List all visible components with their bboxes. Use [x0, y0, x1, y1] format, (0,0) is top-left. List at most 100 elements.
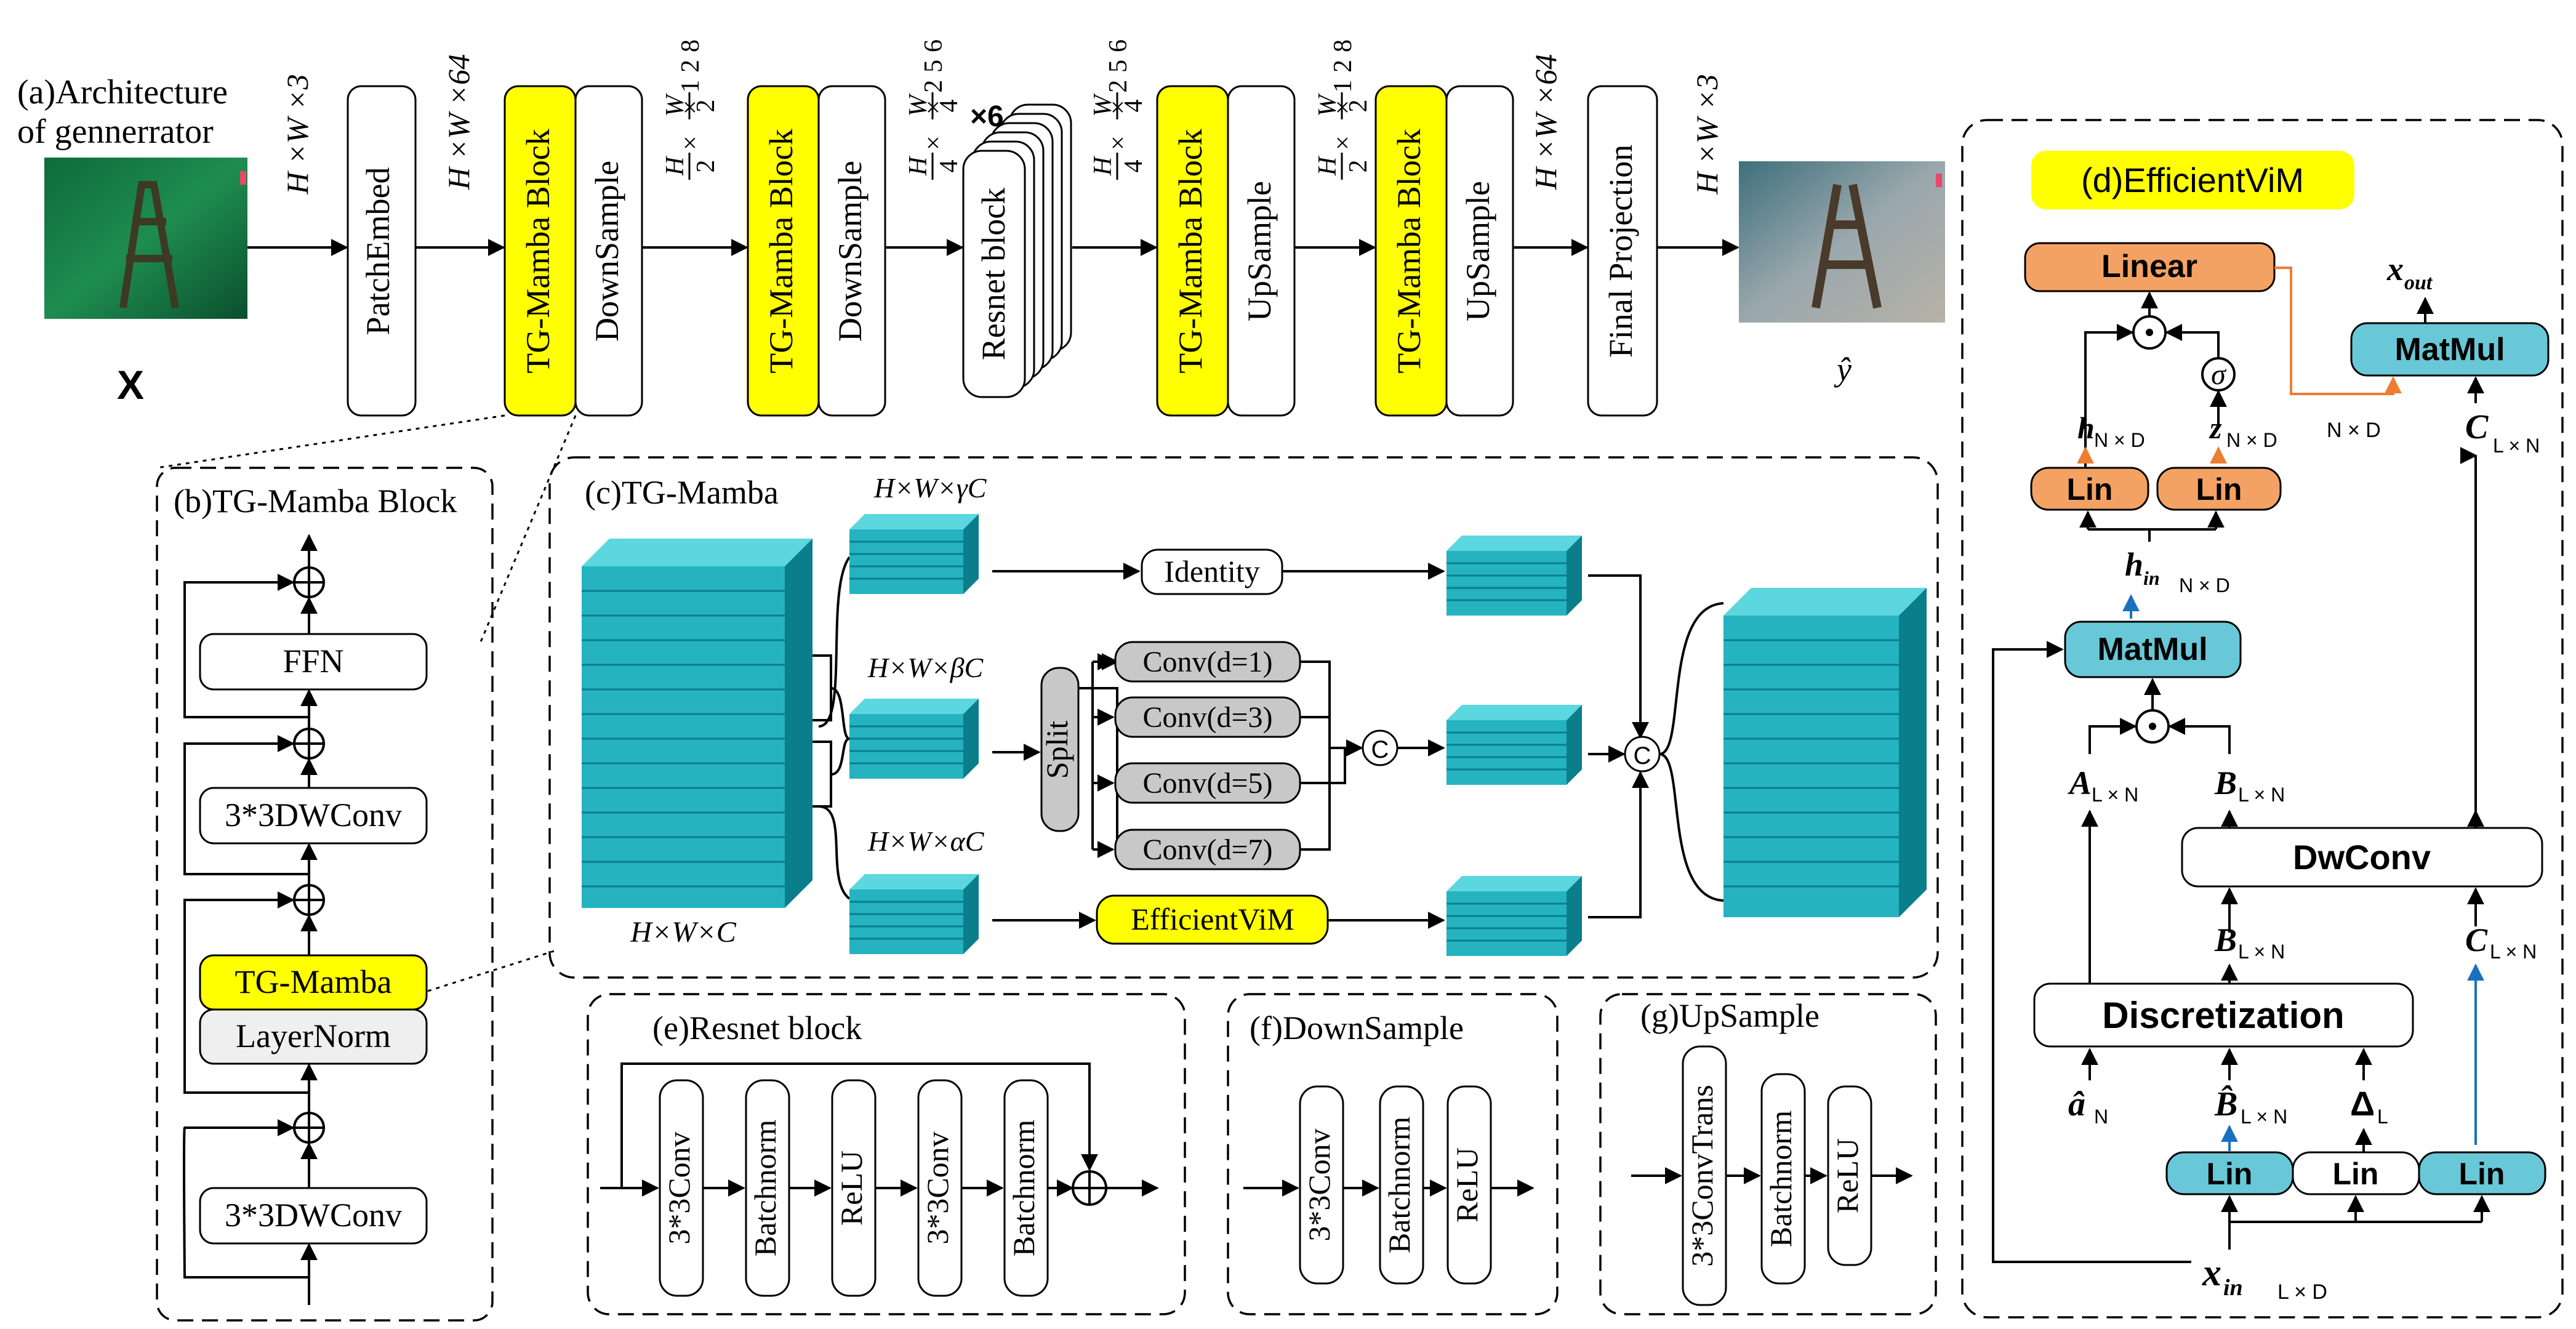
upsample-block-2-label: UpSample [1459, 181, 1496, 321]
lin-orange-left [2030, 467, 2149, 511]
alpha-output-cube [1446, 876, 1582, 956]
dim-label-half-2: H 2 W 2 × ×128 [1314, 39, 1373, 180]
b-hat-dim: L × N [2241, 1106, 2287, 1128]
resnet-layer-bn-2: Batchnorm [1003, 1079, 1049, 1297]
matmul-right-box [2350, 322, 2550, 377]
d-title-box [2031, 151, 2354, 209]
downsample-block-2-label: DownSample [832, 161, 869, 342]
dim-times-256: × ×256 [1104, 39, 1133, 150]
upsample-block-1: UpSample [1227, 85, 1296, 417]
matmul-right-label: MatMul [2394, 332, 2505, 367]
beta-branch-cube [849, 699, 979, 779]
c-title: (c)TG-Mamba [585, 474, 779, 511]
lin-bottom-left-label: Lin [2207, 1157, 2253, 1191]
downsample-layer-bn: Batchnorm [1379, 1085, 1424, 1285]
a-hat-dim: N [2094, 1106, 2108, 1128]
resnet-block-label: Resnet block [975, 188, 1012, 360]
frac-w-den: 2 [1344, 100, 1373, 113]
tg-mamba-block-detail: (b)TG-Mamba Block FFN 3*3DWConv TG-Mamba… [156, 467, 494, 1322]
output-feature-cube [1723, 588, 1927, 917]
upsample-bn-label: Batchnorm [1763, 1110, 1798, 1247]
lin-bottom-right [2418, 1151, 2546, 1195]
tg-mamba-label: TG-Mamba [235, 963, 392, 1000]
b-label: B [2214, 765, 2237, 801]
resnet-block-detail: (e)Resnet block 3*3Conv Batchnorm ReLU 3… [587, 993, 1186, 1315]
dwconv-label: DwConv [2293, 838, 2431, 877]
gamma-output-cube [1446, 536, 1582, 616]
lin-bottom-mid-label: Lin [2333, 1157, 2379, 1191]
final-projection-label: Final Projection [1602, 145, 1639, 358]
linear-label: Linear [2101, 249, 2197, 284]
frac-h-num: H [904, 155, 933, 176]
frac-h-den: 2 [692, 160, 720, 173]
c-top-dim: L × N [2493, 435, 2540, 457]
x-in-dim: L × D [2277, 1280, 2327, 1304]
matmul-left-box [2064, 620, 2242, 678]
output-enhanced-image [1739, 161, 1945, 323]
frac-h-den: 4 [935, 160, 963, 173]
lin-orange-right-label: Lin [2196, 472, 2242, 507]
g-title: (g)UpSample [1640, 997, 1820, 1034]
downsample-relu-label: ReLU [1450, 1147, 1484, 1223]
downsample-bn-label: Batchnorm [1382, 1117, 1416, 1253]
b-mid-dim: L × N [2238, 941, 2285, 963]
b-dim: L × N [2238, 784, 2285, 806]
downsample-block-1-label: DownSample [588, 161, 625, 342]
z-dim: N × D [2226, 429, 2277, 451]
final-projection-block: Final Projection [1587, 85, 1658, 417]
h-in-label: h [2125, 546, 2143, 583]
upsample-block-1-label: UpSample [1241, 181, 1278, 321]
frac-w-den: 4 [935, 100, 963, 113]
concat-label-2: C [1634, 742, 1651, 769]
upsample-detail: (g)UpSample 3*3ConvTrans Batchnorm ReLU [1599, 993, 1937, 1315]
patch-embed-label: PatchEmbed [359, 167, 396, 335]
a-title-line2: of gennerrator [17, 113, 214, 151]
downsample-layer-relu: ReLU [1446, 1085, 1492, 1285]
upsample-block-2: UpSample [1445, 85, 1514, 417]
generator-architecture: (a)Architecture of gennerrator X ŷ Patch… [17, 39, 1945, 417]
lin-orange-left-label: Lin [2067, 472, 2113, 507]
dim-label-quarter-2: H 4 W 4 × ×256 [1089, 39, 1148, 180]
resnet-relu-label: ReLU [834, 1150, 869, 1226]
resnet-bn-1-label: Batchnorm [748, 1120, 782, 1256]
tg-mamba-block-2: TG-Mamba Block [747, 85, 820, 417]
h-dim: N × D [2094, 429, 2145, 451]
frac-w-num: W [1089, 93, 1117, 117]
dwconv-label-1: 3*3DWConv [225, 797, 402, 833]
frac-w-den: 2 [692, 100, 720, 113]
zoom-connector-2 [479, 415, 577, 644]
frac-h-num: H [1089, 155, 1117, 176]
upsample-layer-convtrans: 3*3ConvTrans [1682, 1045, 1727, 1306]
x-out-label: x [2386, 251, 2404, 287]
tg-mamba-block-3: TG-Mamba Block [1156, 85, 1229, 417]
downsample-layer-conv: 3*3Conv [1299, 1085, 1344, 1285]
resnet-repeat-label: ×6 [970, 100, 1004, 133]
gamma-branch-cube [849, 514, 979, 594]
resnet-layer-conv-2: 3*3Conv [917, 1079, 963, 1297]
dim-label-hw3-in: H ×W ×3 [280, 74, 315, 195]
a-dim: L × N [2092, 784, 2138, 806]
beta-output-cube [1446, 705, 1582, 785]
frac-w-num: W [1314, 93, 1342, 117]
dim-label-hw3-out: H ×W ×3 [1690, 74, 1724, 195]
tg-mamba-block-1: TG-Mamba Block [504, 85, 577, 417]
conv-d3-label: Conv(d=3) [1142, 701, 1272, 734]
frac-h-num: H [661, 155, 689, 176]
nd-label: N × D [2327, 419, 2381, 442]
tg-mamba-block-3-label: TG-Mamba Block [1172, 129, 1209, 373]
upsample-convtrans-label: 3*3ConvTrans [1685, 1085, 1719, 1266]
dim-label-hw64-a: H ×W ×64 [441, 54, 476, 190]
resnet-layer-relu: ReLU [831, 1079, 877, 1297]
downsample-block-1: DownSample [574, 85, 643, 417]
e-title: (e)Resnet block [652, 1010, 862, 1046]
z-label: z [2209, 411, 2222, 445]
c-dim-input: H×W×C [630, 916, 736, 949]
efficientvim-detail: (d)EfficientViM Linear σ h N × D z N × D… [1961, 119, 2564, 1319]
dim-label-half-1: H 2 W 2 × ×128 [661, 39, 720, 180]
frac-h-den: 2 [1344, 160, 1373, 173]
upsample-layer-bn: Batchnorm [1760, 1073, 1806, 1285]
zoom-connector-1 [156, 414, 505, 469]
delta-label: Δ [2350, 1084, 2375, 1123]
patch-embed-block: PatchEmbed [347, 85, 417, 417]
